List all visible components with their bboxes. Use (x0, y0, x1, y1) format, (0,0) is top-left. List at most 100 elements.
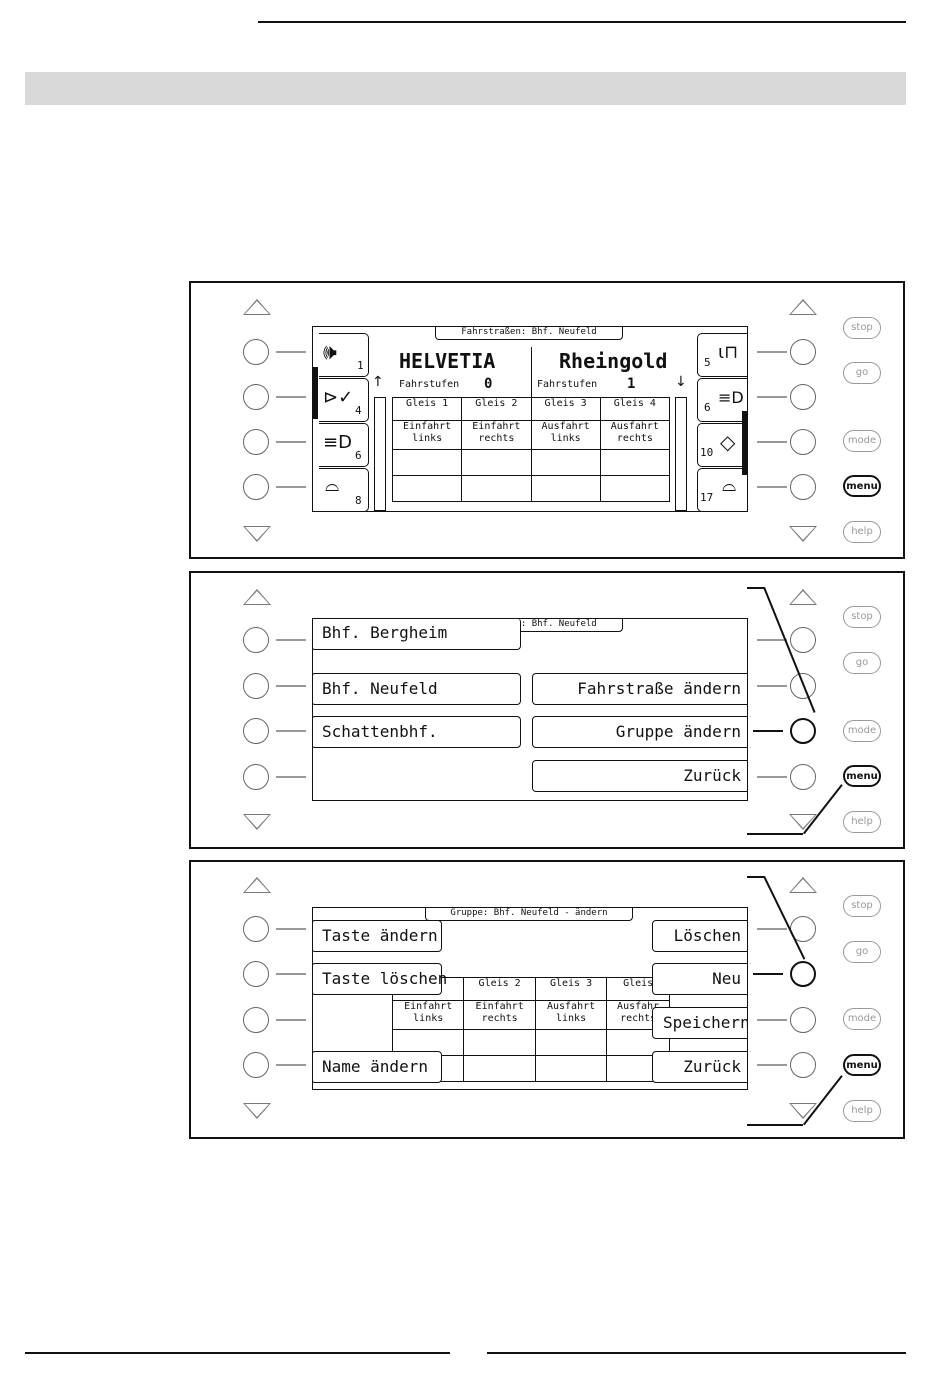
new-button[interactable]: Neu (652, 963, 747, 995)
save-button[interactable]: Speichern (652, 1007, 747, 1039)
scroll-up-left-icon[interactable] (243, 589, 271, 605)
scroll-up-left-icon[interactable] (243, 877, 271, 893)
right-knob-4[interactable] (790, 1052, 816, 1078)
back-button[interactable]: Zurück (652, 1051, 747, 1083)
right-knob-4[interactable] (790, 764, 816, 790)
cab-light-icon: ⌓ (722, 475, 737, 496)
softkey-right-2[interactable]: 6 ≡D (697, 378, 747, 422)
scroll-up-left-icon[interactable] (243, 299, 271, 315)
scroll-down-left-icon[interactable] (243, 814, 271, 830)
mode-button[interactable]: mode (843, 720, 881, 742)
change-key-button[interactable]: Taste ändern (313, 920, 442, 952)
group-button-neufeld[interactable]: Bhf. Neufeld (313, 673, 521, 705)
route-cell[interactable] (599, 449, 671, 476)
scroll-up-right-icon[interactable] (789, 589, 817, 605)
right-knob-1[interactable] (790, 627, 816, 653)
softkey-number: 17 (700, 491, 714, 504)
softkey-right-1[interactable]: 5 ɩ⊓ (697, 333, 747, 377)
stop-button[interactable]: stop (843, 895, 881, 917)
left-knob-2[interactable] (243, 673, 269, 699)
lcd-screen-2: Fahrstraßen: Bhf. Neufeld Bhf. Bergheim … (312, 618, 748, 801)
go-button[interactable]: go (843, 941, 881, 963)
stop-button[interactable]: stop (843, 317, 881, 339)
softkey-left-4[interactable]: ⌓ 8 (319, 468, 369, 511)
bell-icon: ɩ⊓ (718, 342, 739, 363)
route-cell[interactable] (534, 1055, 608, 1082)
left-knob-4[interactable] (243, 764, 269, 790)
right-knob-3-active[interactable] (790, 718, 816, 744)
left-knob-3[interactable] (243, 718, 269, 744)
route-cell[interactable] (391, 449, 463, 476)
lead-line (757, 639, 787, 641)
route-cell[interactable] (463, 1029, 536, 1056)
right-knob-3[interactable] (790, 1007, 816, 1033)
help-button[interactable]: help (843, 1100, 881, 1122)
softkey-right-3[interactable]: 10 ◇ (697, 423, 747, 467)
route-cell[interactable] (534, 1029, 608, 1056)
lead-line (276, 928, 306, 930)
scroll-up-right-icon[interactable] (789, 877, 817, 893)
route-cell[interactable] (461, 475, 532, 502)
route-cell[interactable] (463, 1055, 536, 1082)
speed-down-arrow-icon: ↓ (675, 374, 687, 390)
left-knob-1[interactable] (243, 627, 269, 653)
delete-key-button[interactable]: Taste löschen (313, 963, 447, 995)
edit-group-button[interactable]: Gruppe ändern (532, 716, 747, 748)
left-knob-1[interactable] (243, 339, 269, 365)
help-button[interactable]: help (843, 811, 881, 833)
left-knob-4[interactable] (243, 474, 269, 500)
scroll-up-right-icon[interactable] (789, 299, 817, 315)
route-cell[interactable] (461, 449, 532, 476)
rename-button[interactable]: Name ändern (313, 1051, 442, 1083)
scroll-down-right-icon[interactable] (789, 526, 817, 542)
group-button-schattenbhf[interactable]: Schattenbhf. (313, 716, 521, 748)
right-knob-2[interactable] (790, 673, 816, 699)
menu-button[interactable]: menu (843, 475, 881, 497)
table-header: Gleis 3 (534, 977, 608, 1001)
delete-button[interactable]: Löschen (652, 920, 747, 952)
softkey-left-1[interactable]: 🕪 1 (319, 333, 369, 377)
left-knob-4[interactable] (243, 1052, 269, 1078)
left-knob-1[interactable] (243, 916, 269, 942)
edit-route-button[interactable]: Fahrstraße ändern (532, 673, 747, 705)
mode-button[interactable]: mode (843, 1008, 881, 1030)
route-cell[interactable] (530, 449, 601, 476)
route-cell[interactable] (599, 475, 671, 502)
left-knob-2[interactable] (243, 961, 269, 987)
go-button[interactable]: go (843, 362, 881, 384)
right-knob-4[interactable] (790, 474, 816, 500)
scroll-down-left-icon[interactable] (243, 1103, 271, 1119)
menu-button[interactable]: menu (843, 765, 881, 787)
right-knob-2[interactable] (790, 384, 816, 410)
route-cell[interactable] (530, 475, 601, 502)
softkey-number: 6 (704, 401, 711, 414)
menu-button[interactable]: menu (843, 1054, 881, 1076)
lead-line (276, 730, 306, 732)
left-knob-3[interactable] (243, 1007, 269, 1033)
stop-button[interactable]: stop (843, 606, 881, 628)
speed-label-left: Fahrstufen (399, 379, 460, 390)
softkey-left-2[interactable]: ⊳✓ 4 (319, 378, 369, 422)
softkey-left-3[interactable]: ≡D 6 (319, 423, 369, 467)
left-knob-2[interactable] (243, 384, 269, 410)
left-knob-3[interactable] (243, 429, 269, 455)
right-knob-2-active[interactable] (790, 961, 816, 987)
right-knob-1[interactable] (790, 339, 816, 365)
scroll-down-left-icon[interactable] (243, 526, 271, 542)
go-button[interactable]: go (843, 652, 881, 674)
help-button[interactable]: help (843, 521, 881, 543)
route-cell[interactable] (391, 475, 463, 502)
group-button-bergheim[interactable]: Bhf. Bergheim (313, 619, 521, 650)
right-knob-3[interactable] (790, 429, 816, 455)
back-button[interactable]: Zurück (532, 760, 747, 792)
speed-label-right: Fahrstufen (537, 379, 598, 390)
mode-button[interactable]: mode (843, 430, 881, 452)
softkey-right-4[interactable]: 17 ⌓ (697, 468, 747, 511)
